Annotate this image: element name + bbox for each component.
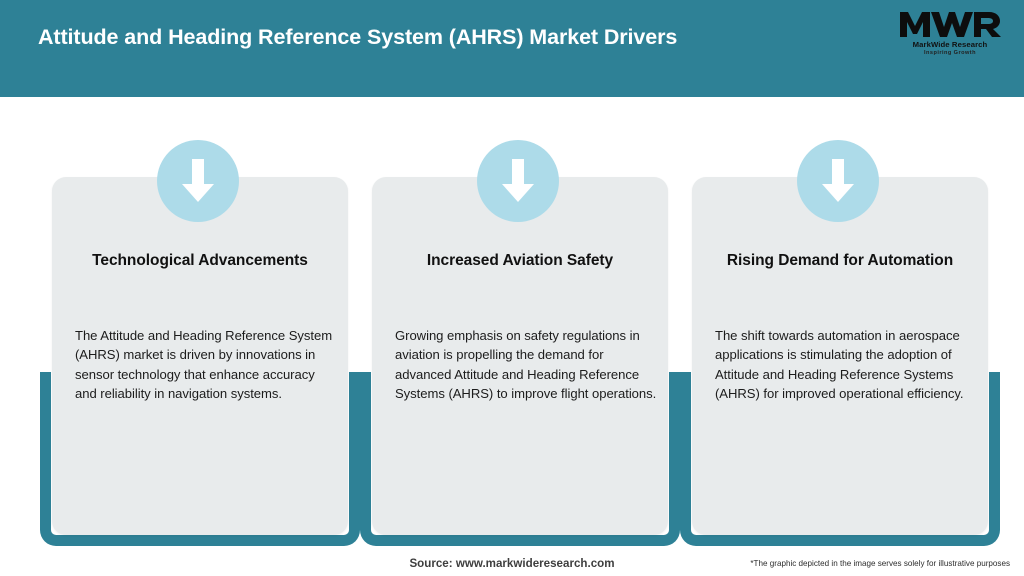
logo-tagline: Inspiring Growth: [924, 50, 976, 56]
card-description: The Attitude and Heading Reference Syste…: [75, 328, 333, 402]
arrow-down-glyph: [182, 159, 214, 202]
mwr-logo-icon: [900, 12, 1001, 37]
card-accent-frame: [680, 372, 1000, 546]
brand-logo: MarkWide Research Inspiring Growth: [896, 9, 1004, 65]
card-description: The shift towards automation in aerospac…: [715, 328, 964, 402]
driver-card-2: Increased Aviation Safety Growing emphas…: [353, 0, 683, 576]
footer-disclaimer-label: *The graphic depicted in the image serve…: [750, 559, 1010, 568]
card-accent-frame: [40, 372, 360, 546]
card-panel: [372, 177, 668, 535]
footer-source-label: Source: www.markwideresearch.com: [409, 557, 615, 570]
arrow-down-icon: [157, 140, 239, 222]
page-title: Attitude and Heading Reference System (A…: [38, 25, 678, 49]
driver-card-1: Technological Advancements The Attitude …: [33, 0, 363, 576]
arrow-down-icon: [477, 140, 559, 222]
arrow-down-glyph: [502, 159, 534, 202]
logo-company-name: MarkWide Research: [912, 40, 988, 49]
header-bar: Attitude and Heading Reference System (A…: [0, 0, 1024, 97]
card-title: Rising Demand for Automation: [726, 252, 954, 269]
driver-card-3: Rising Demand for Automation The shift t…: [673, 0, 1003, 576]
card-title: Technological Advancements: [92, 252, 308, 269]
arrow-down-icon: [797, 140, 879, 222]
card-panel: [692, 177, 988, 535]
card-title: Increased Aviation Safety: [426, 252, 614, 269]
card-accent-frame: [360, 372, 680, 546]
card-description: Growing emphasis on safety regulations i…: [395, 328, 657, 402]
arrow-down-glyph: [822, 159, 854, 202]
card-panel: [52, 177, 348, 535]
